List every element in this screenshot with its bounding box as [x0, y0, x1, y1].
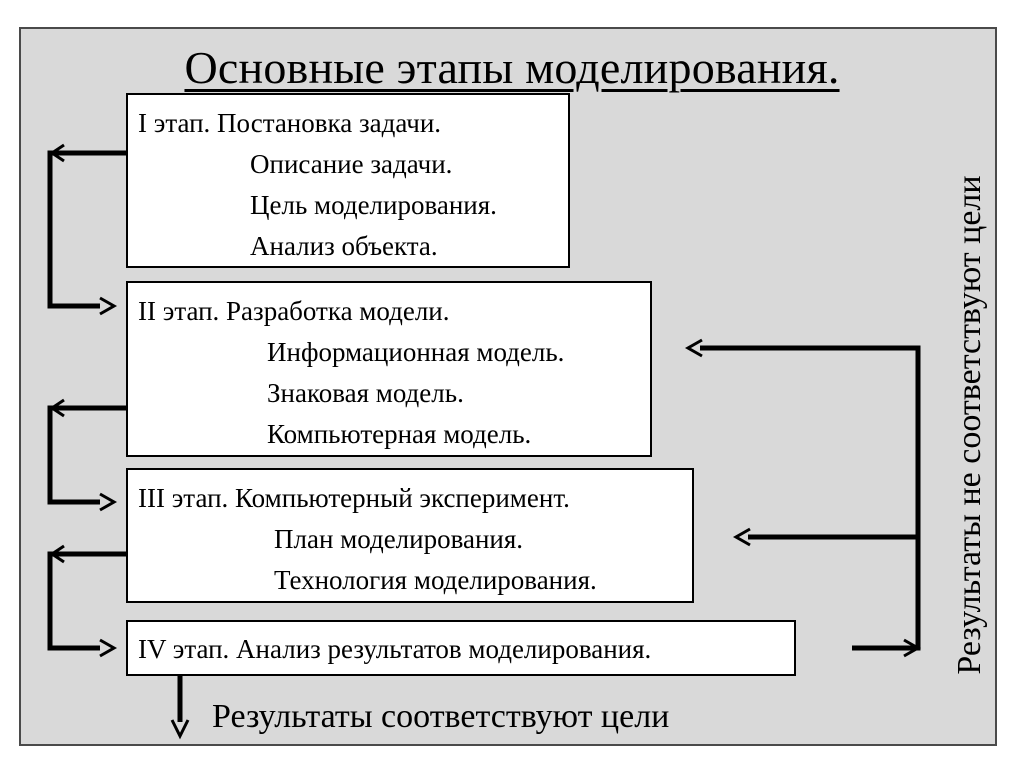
- stage-2-item: Знаковая модель.: [267, 378, 464, 408]
- stage-1-heading: I этап. Постановка задачи.: [138, 108, 442, 138]
- stage-1-item: Описание задачи.: [250, 149, 453, 179]
- stage-3-heading: III этап. Компьютерный эксперимент.: [138, 483, 570, 513]
- stage-1-item: Анализ объекта.: [250, 231, 438, 261]
- results-mismatch-label: Результаты не соответствуют цели: [951, 175, 988, 675]
- stage-1-box: I этап. Постановка задачи. Описание зада…: [126, 93, 570, 268]
- stage-2-box: II этап. Разработка модели. Информационн…: [126, 281, 652, 457]
- stage-4-heading: IV этап. Анализ результатов моделировани…: [138, 634, 652, 664]
- results-match-label: Результаты соответствуют цели: [212, 698, 670, 735]
- stage-2-item: Информационная модель.: [267, 337, 565, 367]
- stage-3-item: Технология моделирования.: [274, 565, 597, 595]
- stage-4-box: IV этап. Анализ результатов моделировани…: [126, 620, 796, 676]
- stage-3-box: III этап. Компьютерный эксперимент. План…: [126, 468, 694, 603]
- stage-2-item: Компьютерная модель.: [267, 419, 532, 449]
- stage-3-item: План моделирования.: [274, 524, 524, 554]
- slide-title: Основные этапы моделирования.: [184, 42, 840, 93]
- stage-1-item: Цель моделирования.: [250, 190, 497, 220]
- stage-2-heading: II этап. Разработка модели.: [138, 296, 450, 326]
